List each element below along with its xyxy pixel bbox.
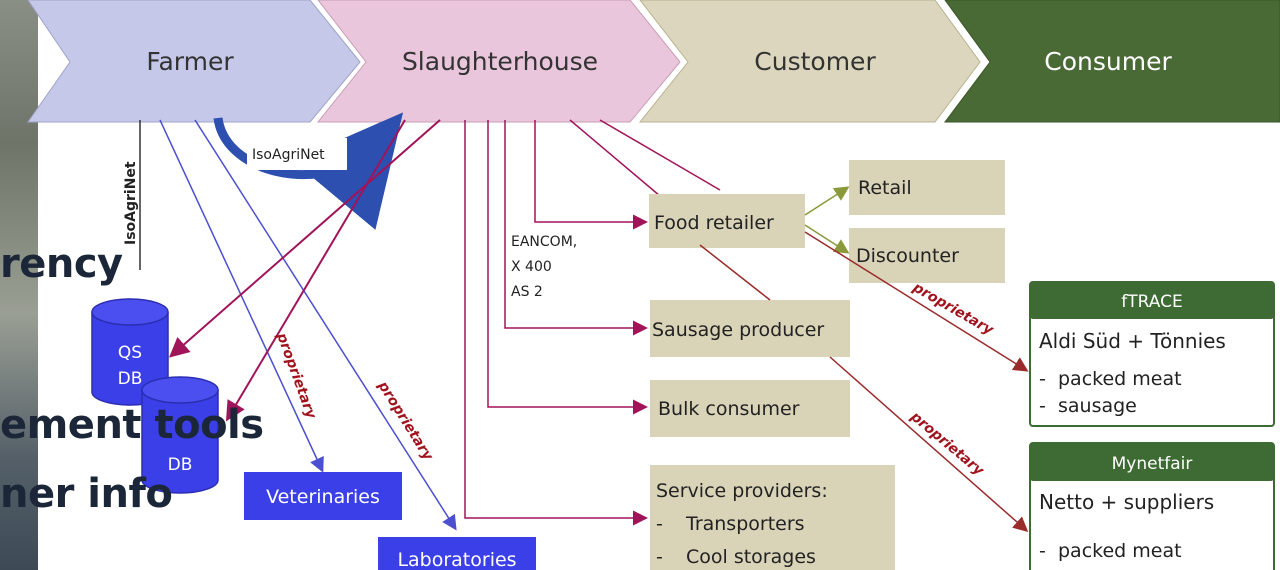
retailer-to-retail-line: [804, 186, 850, 216]
h-database-line2: DB: [168, 455, 193, 475]
protocol-label-1: EANCOM,: [511, 234, 577, 250]
slaughter-to-service-line: [464, 120, 648, 526]
isoagrinet-vertical-label: IsoAgriNet: [123, 161, 139, 245]
service-providers-box: [650, 465, 895, 570]
sausage-producer-label: Sausage producer: [652, 319, 824, 341]
service-item-1: Transporters: [685, 513, 805, 535]
proprietary-label-mynetfair: proprietary: [907, 408, 988, 479]
discounter-box: [849, 228, 1005, 283]
proprietary-label-vertical: proprietary: [273, 330, 319, 422]
ftrace-bullet-1: -: [1039, 368, 1046, 390]
background-photo: [0, 0, 38, 570]
proprietary-label-ftrace: proprietary: [909, 279, 997, 339]
slaughter-to-sausage-line: [504, 120, 648, 336]
mynetfair-bullet-1: -: [1039, 540, 1046, 562]
mynetfair-name: Mynetfair: [1112, 454, 1193, 474]
veterinaries-box: [244, 472, 402, 520]
slaughter-to-food-retailer-line: [534, 120, 648, 230]
stage-farmer-label: Farmer: [146, 47, 234, 76]
stage-slaughterhouse-chevron: [316, 0, 681, 123]
mynetfair-partner: Netto + suppliers: [1039, 490, 1214, 514]
ftrace-system: fTRACE Aldi Süd + Tönnies - packed meat …: [1029, 281, 1275, 427]
protocol-label-3: AS 2: [511, 284, 543, 300]
veterinaries-label: Veterinaries: [266, 486, 380, 508]
qs-database-line2: DB: [118, 369, 143, 389]
retail-box: [849, 160, 1005, 215]
isoagrinet-curve-arrow: [213, 112, 404, 230]
ftrace-item-1: packed meat: [1058, 368, 1182, 390]
stage-slaughterhouse-label: Slaughterhouse: [402, 47, 598, 76]
service-item-2: Cool storages: [686, 546, 816, 568]
mynetfair-item-1: packed meat: [1058, 540, 1182, 562]
stage-customer-label: Customer: [754, 47, 876, 76]
farmer-to-laboratories-line: [194, 119, 457, 531]
slaughter-to-bulk-line: [487, 120, 648, 415]
service-bullet-2: -: [656, 546, 663, 568]
retailer-to-ftrace-line: [804, 231, 1029, 372]
isoagrinet-curve-label: IsoAgriNet: [252, 147, 325, 163]
food-retailer-box: [649, 194, 805, 248]
bulk-consumer-box: [650, 380, 850, 437]
slaughter-to-qsdb-line: [168, 119, 441, 358]
ftrace-name: fTRACE: [1121, 292, 1182, 312]
ftrace-bullet-2: -: [1039, 395, 1046, 417]
qs-database-line1: QS: [118, 343, 142, 363]
food-retailer-label: Food retailer: [654, 212, 774, 234]
stage-customer-chevron: [638, 0, 981, 123]
mynetfair-system: Mynetfair Netto + suppliers - packed mea…: [1029, 442, 1275, 570]
laboratories-label: Laboratories: [397, 549, 516, 570]
slaughter-to-food-retailer-diag: [569, 119, 661, 197]
ftrace-partner: Aldi Süd + Tönnies: [1039, 329, 1226, 353]
overlay-text-3: ner info: [0, 471, 173, 517]
sausage-producer-box: [650, 300, 850, 357]
retailer-branch-line: [699, 244, 771, 301]
isoagrinet-curve-label-bg: [247, 138, 347, 170]
overlay-text-2: ement tools: [0, 402, 264, 448]
stage-consumer-chevron: [944, 0, 1280, 123]
ftrace-item-2: sausage: [1058, 395, 1137, 417]
discounter-label: Discounter: [856, 245, 959, 267]
service-bullet-1: -: [656, 513, 663, 535]
retail-label: Retail: [858, 177, 912, 199]
bulk-consumer-label: Bulk consumer: [658, 398, 800, 420]
retailer-to-discounter-line: [804, 224, 850, 254]
h-database: DB: [141, 376, 219, 494]
service-providers-title: Service providers:: [656, 480, 828, 502]
laboratories-box: [378, 537, 536, 570]
sausage-to-mynetfair-line: [829, 356, 1029, 532]
slaughter-to-hdb-line: [225, 119, 406, 422]
stage-consumer-label: Consumer: [1044, 47, 1172, 76]
slaughter-to-food-retailer-diag2: [599, 119, 721, 191]
overlay-text-1: rency: [0, 241, 123, 287]
protocol-label-2: X 400: [511, 259, 552, 275]
